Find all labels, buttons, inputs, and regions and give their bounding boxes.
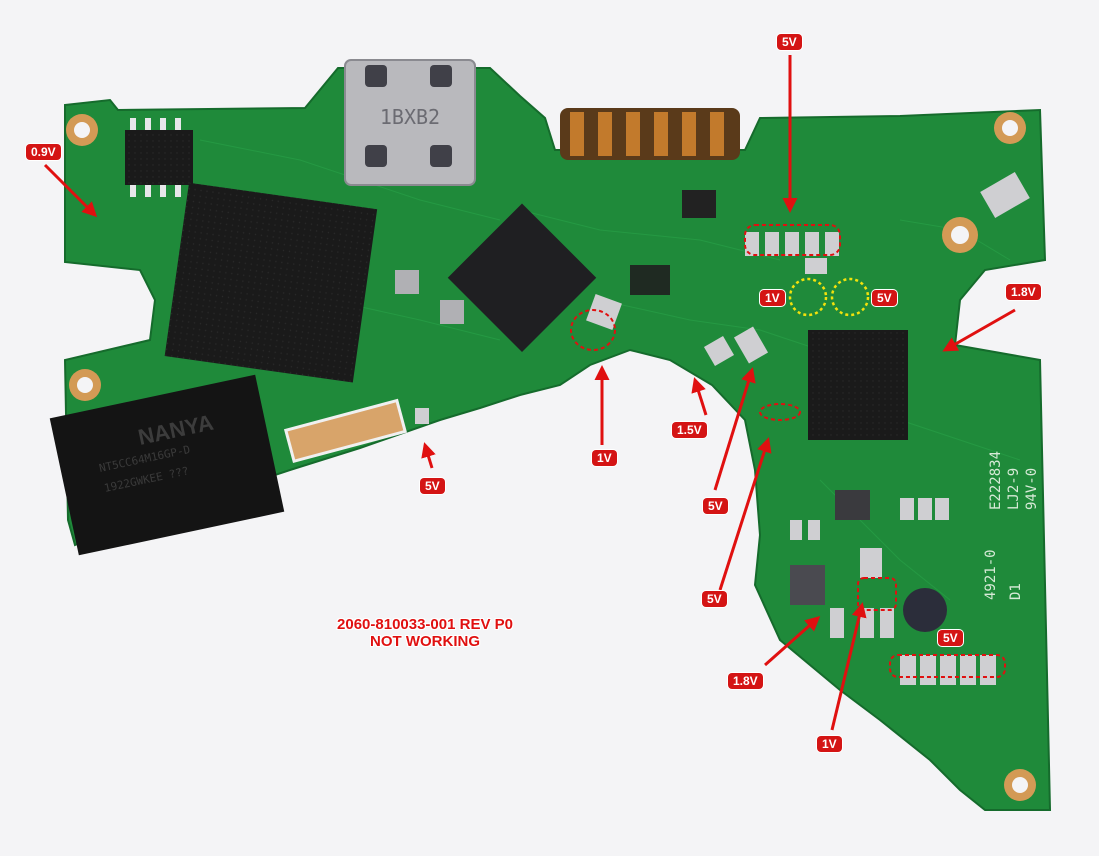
eeprom-chip: [125, 130, 193, 185]
marker-mid-cap: [570, 309, 616, 351]
label-1.8v-bottom: 1.8V: [728, 673, 763, 689]
label-1v-mid: 1V: [592, 450, 617, 466]
part-number: 2060-810033-001 REV P0: [337, 616, 513, 633]
mounting-holes: [66, 112, 1036, 801]
silk-line-3: 94V-0: [1024, 468, 1040, 510]
label-5v-b: 5V: [702, 591, 727, 607]
label-1.8v-right: 1.8V: [1006, 284, 1041, 300]
arrow-1v-bottom: [830, 602, 867, 731]
label-0.9v: 0.9V: [26, 144, 61, 160]
copper-fingers: [560, 108, 740, 160]
marker-top-caps: [744, 224, 841, 256]
arrow-1.8v-bottom: [764, 616, 821, 667]
label-5v-bottom-right: 5V: [938, 630, 963, 646]
flex-connector: [283, 398, 408, 464]
label-5v-a: 5V: [703, 498, 728, 514]
smd-components: [415, 172, 1030, 685]
silk-d1: D1: [1008, 583, 1024, 600]
arrow-1.8v-right: [942, 308, 1016, 352]
small-ic: [682, 190, 716, 218]
arrows: [43, 55, 1016, 731]
inductor-2: [790, 565, 825, 605]
arrow-0.9v: [43, 163, 98, 218]
arrow-5v-a: [713, 367, 756, 491]
probe-5v: [830, 277, 870, 317]
arrow-5v-b: [718, 437, 772, 591]
connector-label: 1BXB2: [380, 105, 440, 129]
controller-chip: [164, 182, 378, 383]
label-5v-flex: 5V: [420, 478, 445, 494]
label-1.5v: 1.5V: [672, 422, 707, 438]
motor-driver-chip: [808, 330, 908, 440]
label-1v-bottom: 1V: [817, 736, 842, 752]
fault-markers: [570, 224, 1006, 678]
inductor: [835, 490, 870, 520]
probe-markers: [788, 277, 870, 317]
label-1v-ring: 1V: [760, 290, 785, 306]
status-text: NOT WORKING: [370, 633, 480, 650]
soc-chip: [447, 203, 597, 352]
silk-code: 4921-0: [983, 549, 999, 600]
arrow-5v-flex: [421, 442, 436, 469]
silk-line-1: E222834: [988, 451, 1004, 510]
label-5v-ring: 5V: [872, 290, 897, 306]
buzzer: [903, 588, 947, 632]
silk-line-2: LJ2-9: [1006, 468, 1022, 510]
marker-bottom-caps: [889, 654, 1006, 678]
arrow-1.5v: [691, 377, 708, 416]
marker-bottom-cap: [857, 577, 897, 611]
usb-c-connector: 1BXB2: [344, 59, 476, 186]
ram-chip: NANYA NT5CC64M16GP-D 1922GWKEE ???: [49, 374, 285, 556]
board-caption: 2060-810033-001 REV P0 NOT WORKING: [300, 616, 550, 650]
marker-small-cap: [759, 403, 801, 421]
silkscreen: E222834 LJ2-9 94V-0 4921-0 D1: [983, 451, 1040, 600]
label-5v-top: 5V: [777, 34, 802, 50]
probe-1v: [788, 277, 828, 317]
